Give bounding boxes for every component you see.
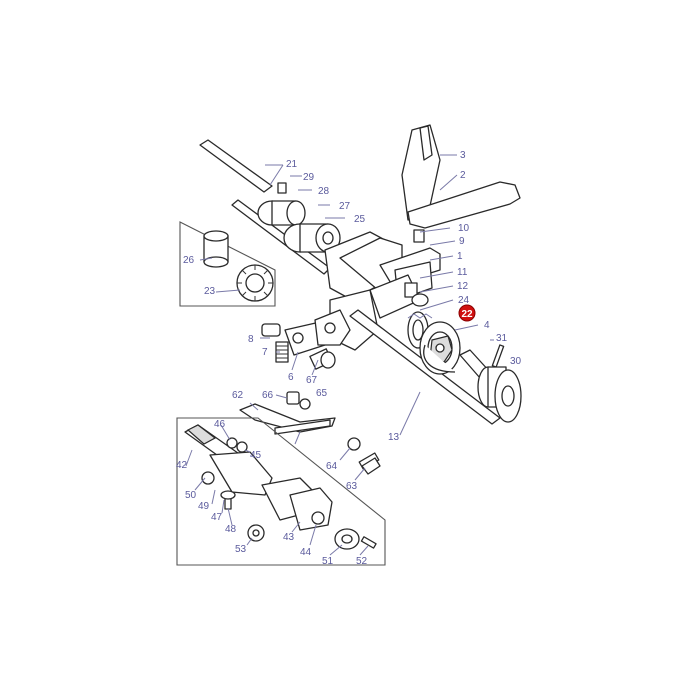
label-4: 4 xyxy=(484,320,490,331)
label-29: 29 xyxy=(303,172,315,183)
label-50: 50 xyxy=(185,490,197,501)
label-1: 1 xyxy=(457,251,463,262)
label-67: 67 xyxy=(306,375,318,386)
label-53: 53 xyxy=(235,544,247,555)
label-9: 9 xyxy=(459,236,465,247)
label-51: 51 xyxy=(322,556,334,567)
label-45: 45 xyxy=(250,450,262,461)
highlight-marker-22[interactable]: 22 xyxy=(458,304,476,322)
label-64: 64 xyxy=(326,461,338,472)
label-48: 48 xyxy=(225,524,237,535)
label-47: 47 xyxy=(211,512,223,523)
label-31: 31 xyxy=(496,333,508,344)
label-42: 42 xyxy=(176,460,188,471)
inset-lower-left xyxy=(176,417,386,566)
inset-top-left xyxy=(179,221,276,307)
wheel-assembly xyxy=(459,344,522,423)
label-11: 11 xyxy=(457,267,468,278)
label-22: 22 xyxy=(461,309,473,320)
label-6: 6 xyxy=(288,372,294,383)
label-30: 30 xyxy=(510,356,522,367)
highlight-circle xyxy=(458,304,476,322)
leader-lines xyxy=(185,154,494,556)
label-66: 66 xyxy=(262,390,274,401)
label-49: 49 xyxy=(198,501,210,512)
label-25: 25 xyxy=(354,214,366,225)
left-mid-parts xyxy=(261,309,351,370)
label-26: 26 xyxy=(183,255,195,266)
label-3: 3 xyxy=(460,150,466,161)
label-46: 46 xyxy=(214,419,226,430)
label-63: 63 xyxy=(346,481,358,492)
bolt-29-shape xyxy=(277,182,287,194)
label-24: 24 xyxy=(458,295,470,306)
label-65: 65 xyxy=(316,388,328,399)
label-52: 52 xyxy=(356,556,368,567)
label-21: 21 xyxy=(286,159,298,170)
label-7: 7 xyxy=(262,347,268,358)
label-43: 43 xyxy=(283,532,295,543)
link-and-washers xyxy=(239,391,336,445)
spring-and-bearing xyxy=(407,311,461,375)
label-44: 44 xyxy=(300,547,312,558)
label-2: 2 xyxy=(460,170,466,181)
label-13: 13 xyxy=(388,432,400,443)
part-labels: 21 29 28 27 25 26 23 3 2 10 9 1 11 12 24… xyxy=(176,150,522,567)
label-62: 62 xyxy=(232,390,244,401)
label-23: 23 xyxy=(204,286,216,297)
label-27: 27 xyxy=(339,201,351,212)
label-10: 10 xyxy=(458,223,470,234)
main-shaft-13 xyxy=(349,309,501,425)
bolt-and-washer xyxy=(347,437,381,475)
upper-lever-assembly xyxy=(401,124,521,243)
label-8: 8 xyxy=(248,334,254,345)
label-12: 12 xyxy=(457,281,469,292)
label-28: 28 xyxy=(318,186,330,197)
